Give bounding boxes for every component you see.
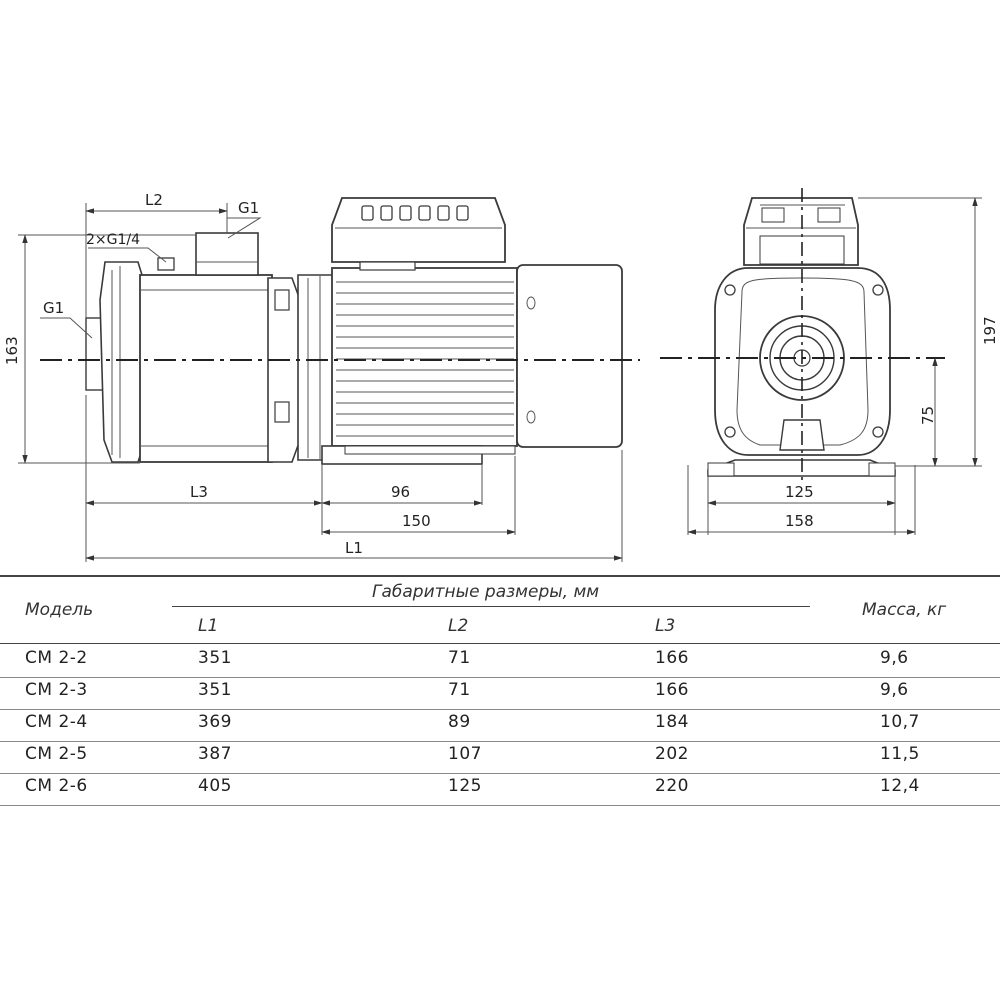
row-separator: [0, 709, 1000, 710]
cell-l1: 387: [198, 744, 232, 764]
row-separator: [0, 677, 1000, 678]
cell-mass: 10,7: [880, 712, 920, 732]
dims-header-rule: [172, 606, 810, 607]
cell-l2: 107: [448, 744, 482, 764]
label-158: 158: [785, 512, 814, 530]
cell-model: CM 2-4: [25, 712, 88, 732]
cell-l2: 125: [448, 776, 482, 796]
mass-header: Масса, кг: [862, 600, 947, 620]
cell-l1: 405: [198, 776, 232, 796]
cell-model: CM 2-3: [25, 680, 88, 700]
subheader-l3: L3: [655, 616, 676, 636]
terminal-vent: [399, 205, 412, 221]
cell-mass: 9,6: [880, 680, 909, 700]
cell-mass: 12,4: [880, 776, 920, 796]
cell-l3: 166: [655, 648, 689, 668]
dims-header: Габаритные размеры, мм: [372, 582, 600, 602]
front-dimensions: [687, 197, 982, 535]
label-75: 75: [919, 406, 937, 425]
terminal-vent: [418, 205, 431, 221]
dimension-labels: L2 G1 2×G1/4 G1 163 L3 96 150 L1 197 75 …: [3, 191, 999, 557]
label-thread: 2×G1/4: [86, 232, 140, 248]
label-150: 150: [402, 512, 431, 530]
cell-model: CM 2-2: [25, 648, 88, 668]
header-bottom-rule: [0, 643, 1000, 644]
terminal-vent: [380, 205, 393, 221]
cell-l3: 202: [655, 744, 689, 764]
label-l2: L2: [145, 191, 163, 209]
cell-l1: 369: [198, 712, 232, 732]
cell-l2: 89: [448, 712, 471, 732]
label-197: 197: [981, 316, 999, 345]
label-g1-top: G1: [238, 199, 259, 217]
label-96: 96: [391, 483, 410, 501]
label-l3: L3: [190, 483, 208, 501]
cell-l3: 166: [655, 680, 689, 700]
row-separator: [0, 741, 1000, 742]
cell-l3: 220: [655, 776, 689, 796]
cell-l2: 71: [448, 648, 471, 668]
cell-l1: 351: [198, 680, 232, 700]
side-dimensions: [18, 203, 623, 562]
terminal-vent: [437, 205, 450, 221]
cell-model: CM 2-5: [25, 744, 88, 764]
cell-l3: 184: [655, 712, 689, 732]
row-separator: [0, 805, 1000, 806]
pump-dimension-drawing: L2 G1 2×G1/4 G1 163 L3 96 150 L1 197 75 …: [3, 188, 999, 562]
label-l1: L1: [345, 539, 363, 557]
terminal-vent: [361, 205, 374, 221]
cell-mass: 11,5: [880, 744, 920, 764]
front-view: [660, 188, 945, 480]
terminal-vent: [456, 205, 469, 221]
row-separator: [0, 773, 1000, 774]
label-163: 163: [3, 336, 21, 365]
subheader-l1: L1: [198, 616, 219, 636]
cell-mass: 9,6: [880, 648, 909, 668]
cell-model: CM 2-6: [25, 776, 88, 796]
table-top-rule: [0, 575, 1000, 577]
subheader-l2: L2: [448, 616, 469, 636]
specification-table: Модель Габаритные размеры, мм Масса, кг …: [0, 575, 1000, 806]
cell-l1: 351: [198, 648, 232, 668]
label-g1-side: G1: [43, 299, 64, 317]
model-header: Модель: [25, 600, 94, 620]
side-view: [40, 197, 640, 465]
label-125: 125: [785, 483, 814, 501]
cell-l2: 71: [448, 680, 471, 700]
